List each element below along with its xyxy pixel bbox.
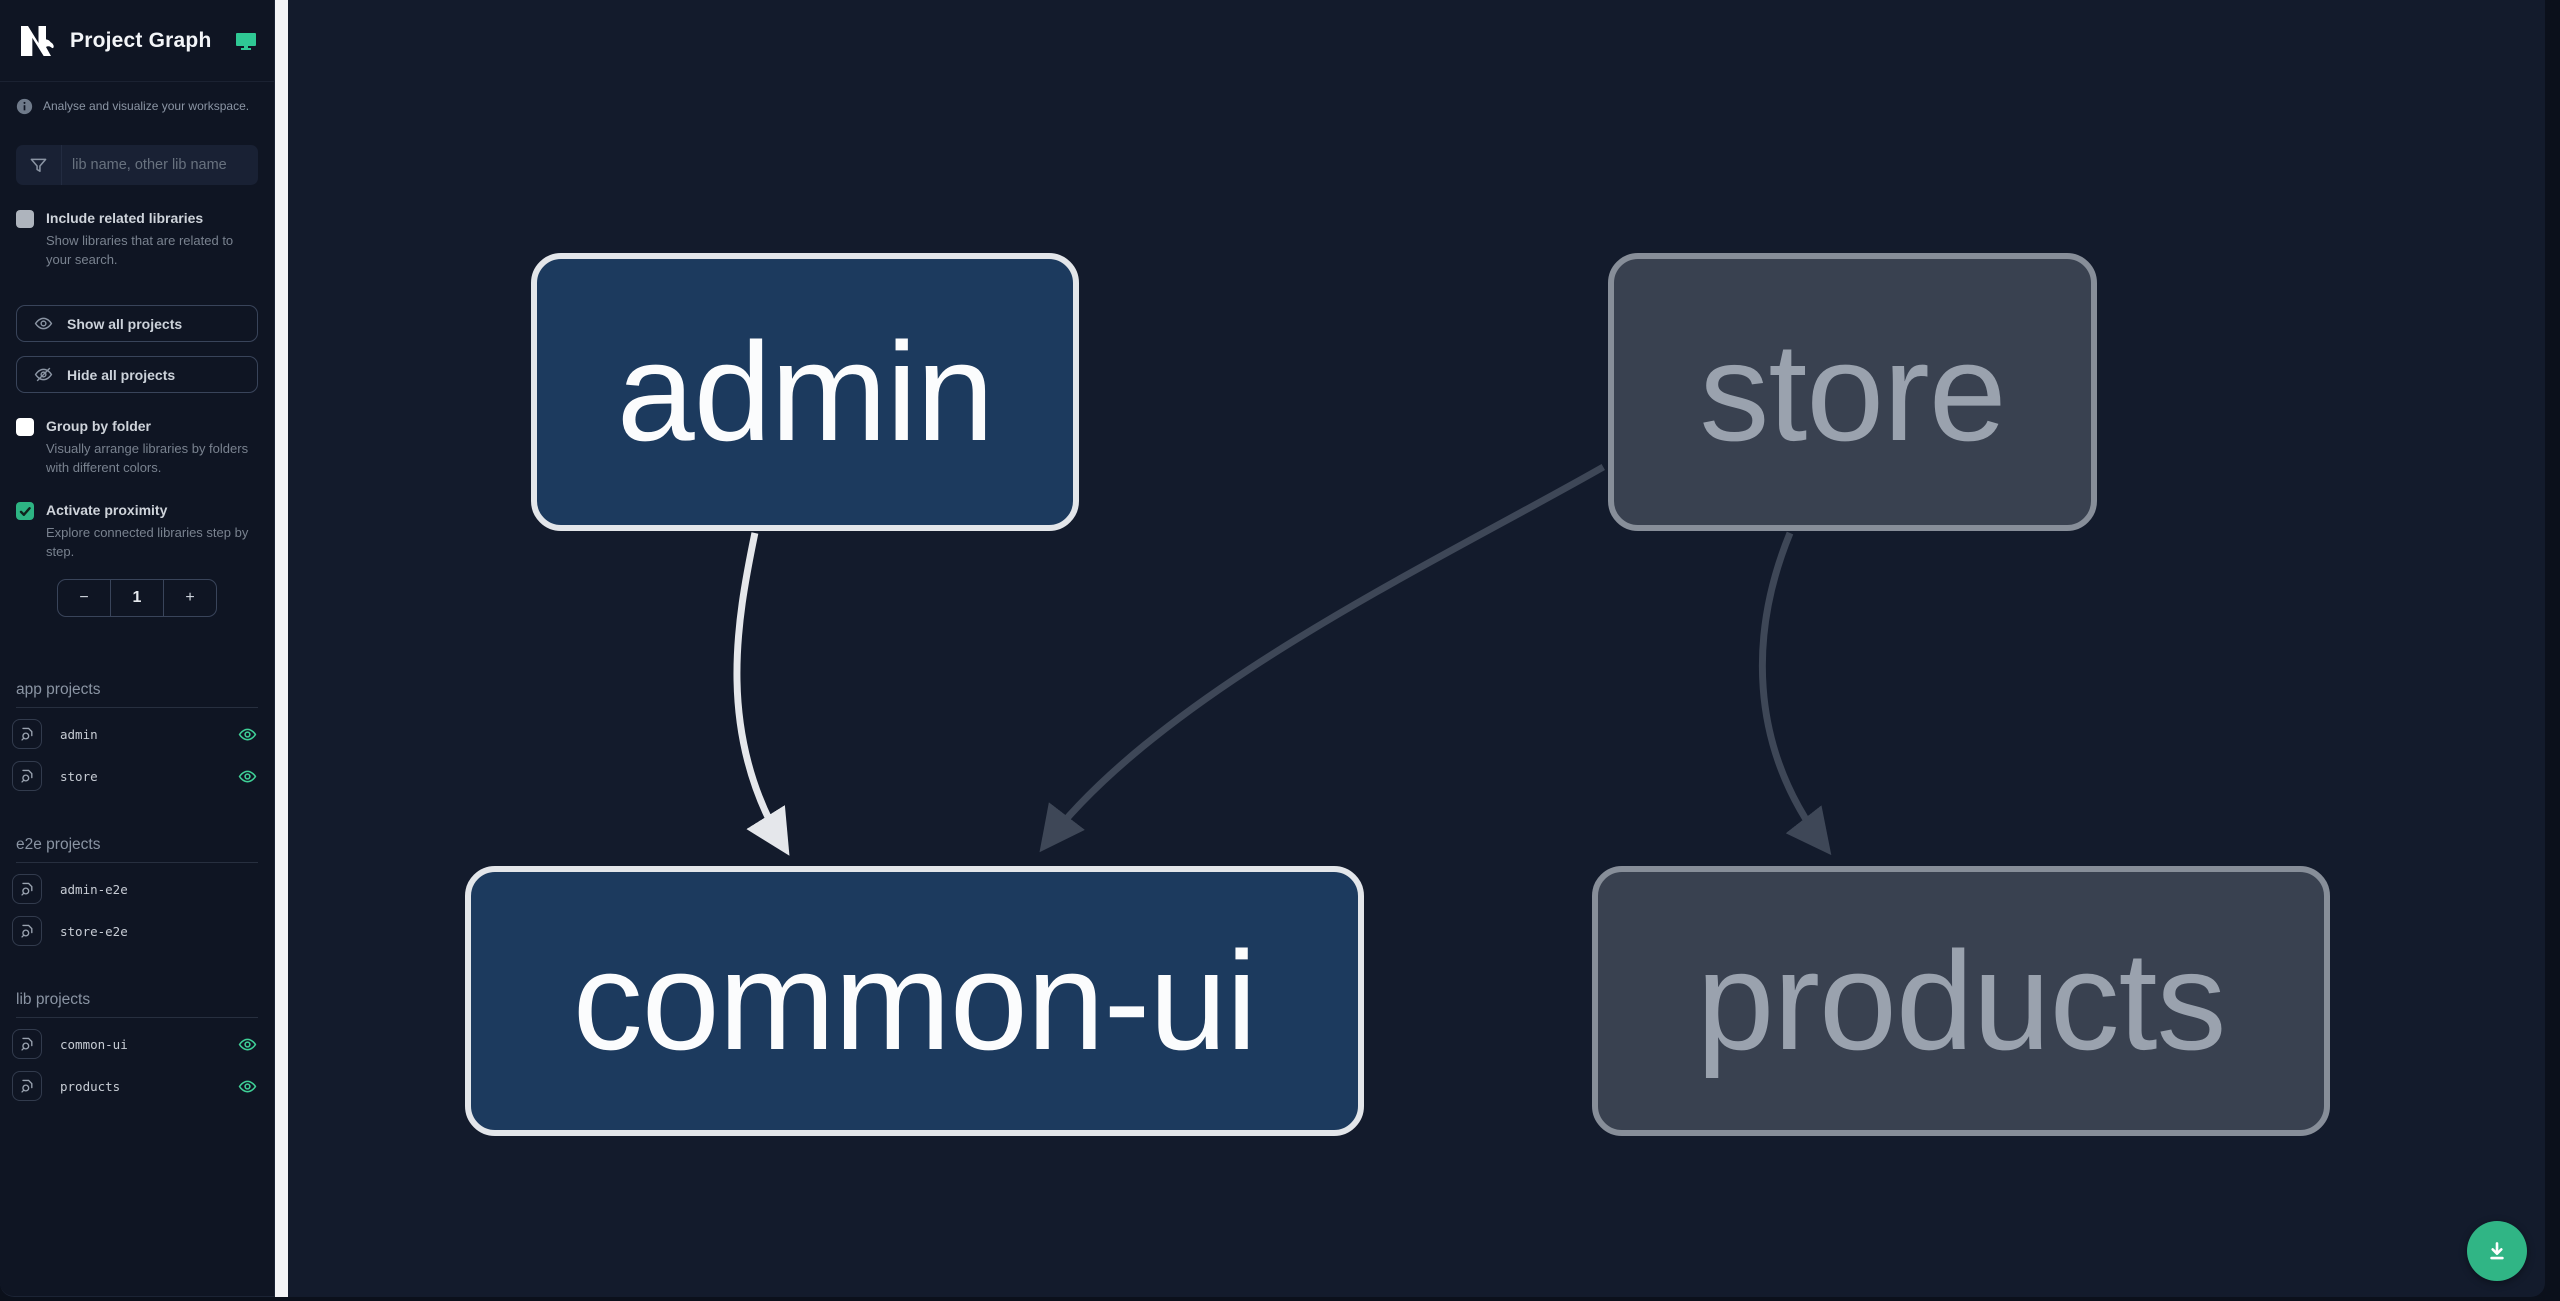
monitor-icon[interactable] (234, 29, 258, 53)
section-lib-projects: lib projects common-ui pro (12, 991, 258, 1102)
project-name: store-e2e (60, 923, 128, 939)
focus-project-button[interactable] (12, 1029, 42, 1059)
project-row[interactable]: store (12, 760, 258, 792)
eye-slash-icon (34, 367, 53, 382)
project-visibility-button[interactable] (236, 723, 258, 745)
check-icon (19, 506, 31, 516)
project-row[interactable]: admin-e2e (12, 873, 258, 905)
graph-node-common-ui[interactable]: common-ui (465, 866, 1364, 1136)
focus-project-button[interactable] (12, 916, 42, 946)
focus-project-button[interactable] (12, 874, 42, 904)
option-description: Explore connected libraries step by step… (46, 525, 249, 559)
project-visibility-button[interactable] (236, 1075, 258, 1097)
node-label: products (1696, 922, 2227, 1079)
focus-project-icon (21, 769, 33, 783)
node-label: admin (616, 313, 994, 470)
project-row[interactable]: common-ui (12, 1028, 258, 1060)
info-icon (16, 98, 33, 115)
focus-project-icon (21, 924, 33, 938)
section-e2e-projects: e2e projects admin-e2e store-e2e (12, 836, 258, 947)
project-name: products (60, 1078, 121, 1094)
focus-project-button[interactable] (12, 761, 42, 791)
option-label: Include related libraries (46, 210, 204, 226)
project-name: common-ui (60, 1036, 128, 1052)
project-visibility-button[interactable] (236, 1033, 258, 1055)
filter-box (16, 145, 258, 185)
nx-logo (21, 25, 54, 56)
graph-node-admin[interactable]: admin (531, 253, 1079, 531)
eye-icon (238, 1038, 256, 1050)
eye-icon (238, 1080, 256, 1092)
graph-canvas[interactable]: admin store common-ui products (288, 0, 2545, 1297)
download-icon (2490, 1242, 2504, 1260)
option-label: Group by folder (46, 418, 151, 434)
focus-project-icon (21, 1037, 33, 1051)
proximity-increment-button[interactable]: + (164, 580, 216, 616)
sidebar-canvas-divider[interactable] (275, 0, 288, 1297)
eye-icon (34, 317, 53, 330)
focus-project-button[interactable] (12, 1071, 42, 1101)
sidebar: Project Graph Analyse and visualize your… (0, 0, 275, 1297)
group-by-folder-checkbox[interactable] (16, 418, 34, 436)
show-all-projects-button[interactable]: Show all projects (16, 305, 258, 342)
eye-icon (238, 770, 256, 782)
section-heading: e2e projects (16, 836, 258, 863)
focus-project-icon (21, 1079, 33, 1093)
option-group-by-folder: Group by folder Visually arrange librari… (16, 417, 258, 477)
filter-input[interactable] (62, 145, 258, 185)
include-related-checkbox[interactable] (16, 210, 34, 228)
workspace-info: Analyse and visualize your workspace. (16, 98, 258, 115)
project-visibility-button[interactable] (236, 765, 258, 787)
workspace-info-text: Analyse and visualize your workspace. (43, 99, 250, 113)
section-heading: lib projects (16, 991, 258, 1018)
focus-project-icon (21, 882, 33, 896)
project-name: store (60, 768, 98, 784)
project-row[interactable]: store-e2e (12, 915, 258, 947)
project-name: admin-e2e (60, 881, 128, 897)
edge-store-to-common-ui (1039, 463, 1605, 853)
option-description: Visually arrange libraries by folders wi… (46, 441, 249, 475)
section-app-projects: app projects admin store (12, 681, 258, 792)
option-include-related: Include related libraries Show libraries… (16, 209, 258, 269)
download-graph-button[interactable] (2467, 1221, 2527, 1281)
edge-admin-to-common-ui (733, 532, 790, 856)
show-all-projects-label: Show all projects (67, 315, 183, 332)
page-title: Project Graph (70, 28, 212, 52)
option-activate-proximity: Activate proximity Explore connected lib… (16, 501, 258, 561)
sidebar-header: Project Graph (0, 0, 274, 82)
hide-all-projects-label: Hide all projects (67, 366, 176, 383)
focus-project-button[interactable] (12, 719, 42, 749)
graph-node-store[interactable]: store (1608, 253, 2097, 531)
hide-all-projects-button[interactable]: Hide all projects (16, 356, 258, 393)
focus-project-icon (21, 727, 33, 741)
section-heading: app projects (16, 681, 258, 708)
project-name: admin (60, 726, 98, 742)
option-label: Activate proximity (46, 502, 168, 518)
project-row[interactable]: admin (12, 718, 258, 750)
project-row[interactable]: products (12, 1070, 258, 1102)
proximity-decrement-button[interactable]: − (58, 580, 110, 616)
graph-node-products[interactable]: products (1592, 866, 2330, 1136)
activate-proximity-checkbox[interactable] (16, 502, 34, 520)
proximity-value: 1 (110, 580, 164, 616)
proximity-stepper: − 1 + (57, 579, 217, 617)
graph-edges (733, 463, 1832, 856)
node-label: common-ui (572, 922, 1257, 1079)
funnel-icon (16, 145, 62, 185)
eye-icon (238, 728, 256, 740)
option-description: Show libraries that are related to your … (46, 233, 234, 267)
edge-store-to-products (1758, 531, 1832, 856)
node-label: store (1699, 313, 2006, 470)
